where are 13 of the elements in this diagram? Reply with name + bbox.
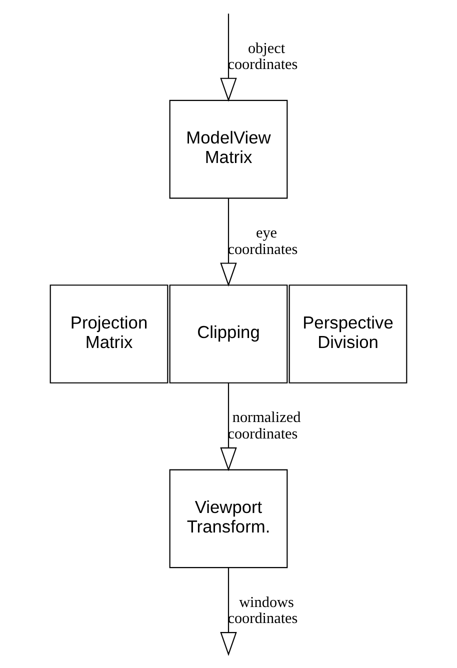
arrow [220, 568, 237, 656]
edge-label: eye coordinates [228, 224, 298, 258]
node-box: Viewport Transform. [169, 469, 288, 568]
node-box: Projection Matrix [50, 284, 168, 384]
edge-label: normalized coordinates [228, 409, 301, 443]
node-box: Clipping [169, 284, 288, 384]
edge-label: object coordinates [228, 40, 298, 74]
arrow [220, 14, 237, 102]
edge-label: windows coordinates [228, 594, 298, 628]
node-box: Perspective Division [288, 284, 408, 384]
arrow [220, 383, 237, 472]
arrow [220, 198, 237, 287]
node-box: ModelView Matrix [169, 100, 288, 199]
